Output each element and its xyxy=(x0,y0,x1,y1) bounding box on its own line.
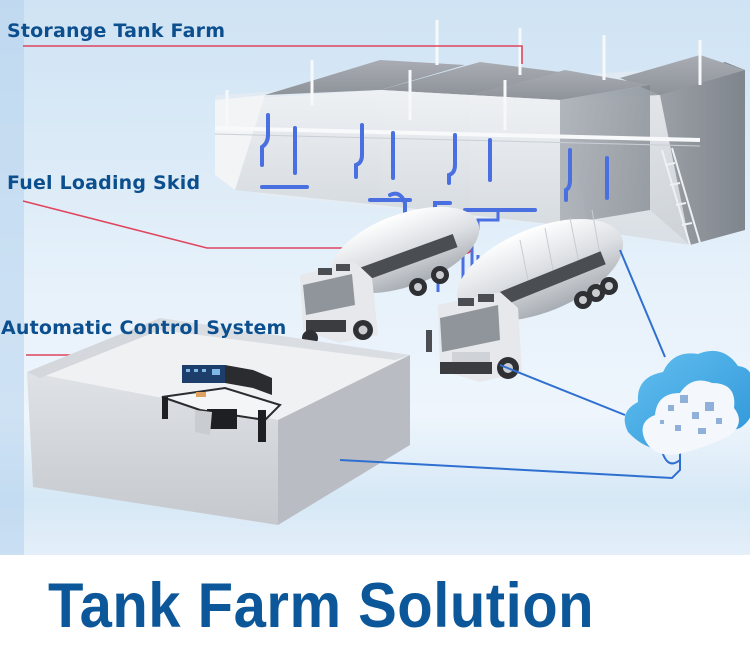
tanker-truck-2 xyxy=(426,209,624,382)
storage-tanks xyxy=(214,20,745,246)
left-band xyxy=(0,0,24,555)
label-storage-tank-farm: Storange Tank Farm xyxy=(7,20,226,42)
tank-farm-illustration xyxy=(22,20,750,525)
label-automatic-control-system: Automatic Control System xyxy=(1,317,287,339)
control-room xyxy=(27,318,410,525)
diagram-scene: Storange Tank Farm Fuel Loading Skid Aut… xyxy=(0,0,750,555)
label-fuel-loading-skid: Fuel Loading Skid xyxy=(7,172,201,194)
cloud xyxy=(624,351,750,455)
tanker-truck-1 xyxy=(300,206,480,346)
page-title: Tank Farm Solution xyxy=(48,571,595,642)
